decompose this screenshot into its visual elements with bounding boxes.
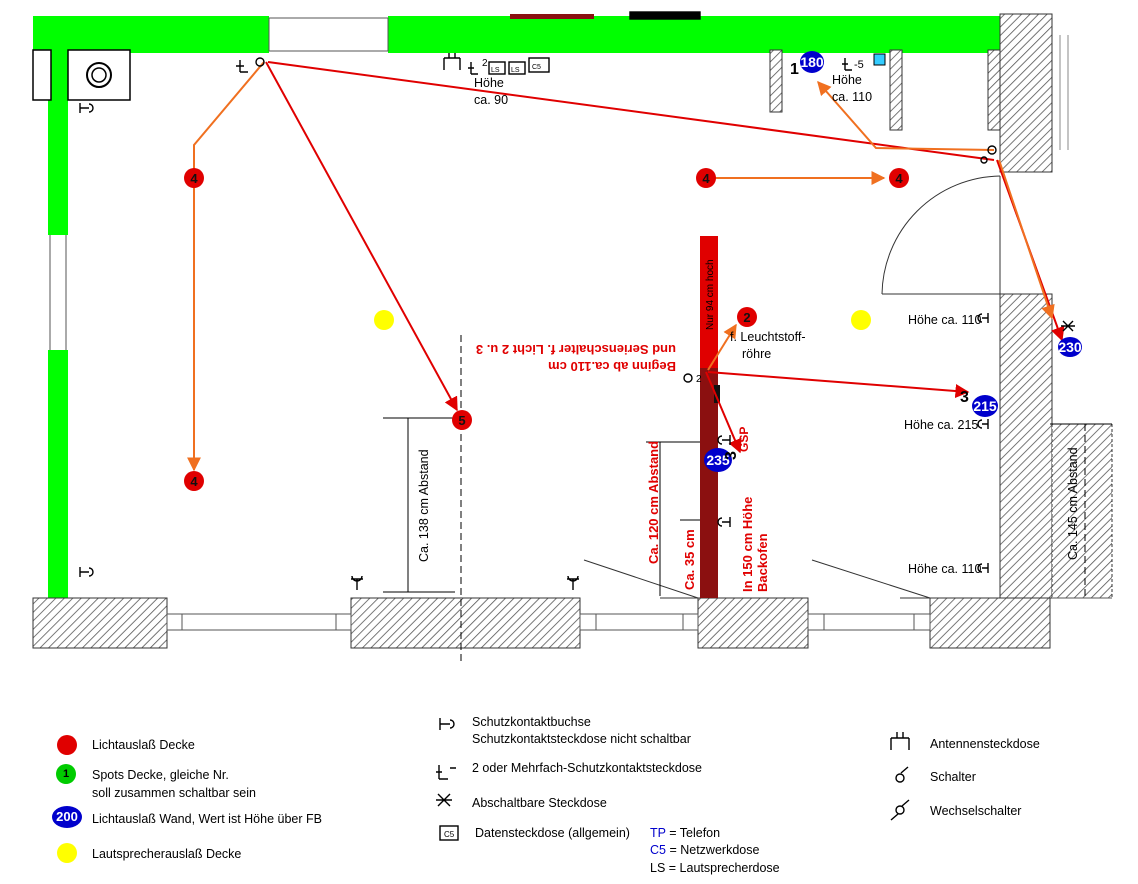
stove-box	[32, 49, 131, 101]
legend-wall-number: 200	[56, 809, 78, 824]
legend-schuko-line1: Schutzkontaktbuchse	[472, 715, 591, 729]
wall-light-labels: 180 230 215 235	[706, 54, 1082, 468]
wires	[187, 61, 1065, 472]
wall-230: 230	[1058, 339, 1082, 355]
legend-blue-dot: 200	[52, 806, 82, 828]
abstand-138: Ca. 138 cm Abstand	[417, 449, 431, 562]
dimension-lines	[383, 335, 1112, 665]
num-2-b: 2	[696, 374, 702, 385]
ls-label-1: LS	[491, 67, 500, 74]
legend-ls: LS = Lautsprecherdose	[650, 860, 780, 877]
num-3-b: 3	[723, 451, 740, 460]
legend-c5: C5 = Netzwerkdose	[650, 842, 759, 859]
light-2: 2	[743, 310, 750, 325]
legend-red-dot	[57, 735, 77, 755]
legend-antenna: Antennensteckdose	[930, 737, 1040, 751]
hoehe-90-line1: Höhe	[474, 76, 504, 90]
backofen-line1: In 150 cm Höhe	[740, 497, 755, 592]
legend-changeover: Wechselschalter	[930, 804, 1022, 818]
light-4-b: 4	[702, 171, 710, 186]
wall-180: 180	[800, 54, 824, 70]
ceiling-light-labels: 4 4 4 4 2 5	[190, 171, 903, 489]
hoehe-110-line1: Höhe	[832, 73, 862, 87]
legend-spots-number: 1	[62, 768, 70, 780]
legend-tp: TP = Telefon	[650, 825, 720, 842]
legend-speaker: Lautsprecherauslaß Decke	[92, 847, 242, 861]
hoehe-110-right-1: Höhe ca. 110	[908, 313, 981, 327]
gsp-label: GSP	[737, 427, 751, 452]
leuchtstoff-line2: röhre	[742, 347, 771, 361]
legend-switch: Schalter	[930, 770, 976, 784]
num-2: 2	[482, 58, 488, 69]
wall-lights	[704, 51, 1082, 472]
legend-c5-key: C5	[650, 843, 666, 857]
light-4-a: 4	[190, 171, 198, 186]
circuit-numbers: 1 3 3 -5 2 2	[482, 58, 969, 460]
hoehe-90-line2: ca. 90	[474, 93, 508, 107]
green-walls	[33, 14, 1000, 598]
legend-yellow-dot	[57, 843, 77, 863]
abstand-120: Ca. 120 cm Abstand	[646, 441, 661, 564]
legend-schuko-line2: Schutzkontaktsteckdose nicht schaltbar	[472, 732, 691, 746]
leuchtstoff-line1: f. Leuchtstoff-	[730, 330, 806, 344]
hoehe-110-right-2: Höhe ca. 110	[908, 562, 981, 576]
legend-green-dot: 1	[56, 764, 76, 784]
legend-c5-value: = Netzwerkdose	[665, 843, 760, 857]
socket-symbols	[79, 11, 1075, 590]
legend-spots-line1: Spots Decke, gleiche Nr.	[92, 768, 229, 782]
light-5: 5	[458, 413, 465, 428]
legend-spots-line2: soll zusammen schaltbar sein	[92, 786, 256, 800]
legend-wall-light: Lichtauslaß Wand, Wert ist Höhe über FB	[92, 812, 322, 826]
black-annotations: Höhe ca. 90 Höhe ca. 110 Höhe ca. 110 Hö…	[417, 64, 1080, 576]
ceiling-lights	[184, 168, 909, 491]
cyan-marker	[873, 53, 886, 66]
column	[700, 236, 720, 598]
hatched-walls	[32, 13, 1113, 649]
legend-symbols	[436, 718, 910, 841]
num-3-a: 3	[960, 389, 969, 406]
wall-235: 235	[706, 452, 730, 468]
speakers	[374, 310, 871, 330]
legend-ls-key: LS	[650, 861, 666, 875]
light-4-c: 4	[895, 171, 903, 186]
beginn-line2: und Serienschalter f. Licht 2 u. 3	[476, 342, 676, 357]
num-minus-5: -5	[854, 59, 864, 71]
nur-94: Nur 94 cm hoch	[705, 259, 716, 330]
legend-switched: Abschaltbare Steckdose	[472, 796, 607, 810]
light-4-d: 4	[190, 474, 198, 489]
abstand-35: Ca. 35 cm	[682, 529, 697, 590]
c5-label: C5	[532, 64, 541, 71]
door-swing	[583, 175, 1001, 599]
legend-ls-value: = Lautsprecherdose	[665, 861, 780, 875]
red-annotations: Beginn ab ca.110 cm und Serienschalter f…	[476, 342, 770, 592]
ls-label-2: LS	[511, 67, 520, 74]
beginn-line1: Beginn ab ca.110 cm	[548, 359, 676, 374]
legend-data-c5: C5	[444, 830, 455, 839]
legend-light-ceiling: Lichtauslaß Decke	[92, 738, 195, 752]
wall-215: 215	[973, 398, 997, 414]
hoehe-215: Höhe ca. 215	[904, 418, 978, 432]
legend-data: Datensteckdose (allgemein)	[475, 826, 630, 840]
legend-multi: 2 oder Mehrfach-Schutzkontaktsteckdose	[472, 761, 702, 775]
backofen-line2: Backofen	[755, 533, 770, 592]
abstand-145: Ca. 145 cm Abstand	[1066, 447, 1080, 560]
legend-tp-key: TP	[650, 826, 666, 840]
legend-tp-value: = Telefon	[665, 826, 721, 840]
spot-1: 1	[790, 61, 799, 78]
hoehe-110-line2: ca. 110	[832, 90, 872, 104]
